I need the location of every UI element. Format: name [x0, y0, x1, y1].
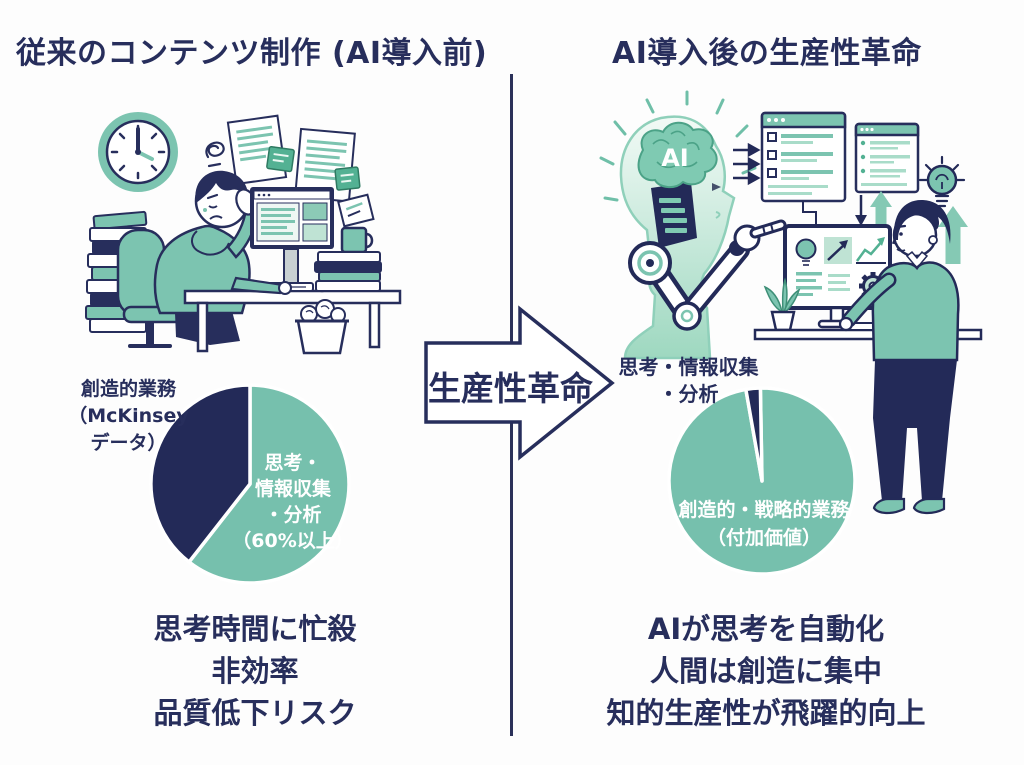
before-pie-chart	[149, 383, 351, 585]
person-after	[838, 199, 960, 515]
before-pie-inside-label: 思考・ 情報収集 ・分析 （60%以上）	[232, 452, 354, 552]
idea-rays	[599, 90, 757, 202]
ai-head: AI	[619, 115, 736, 360]
after-pie-slice-thinking	[744, 386, 764, 483]
office-chair	[116, 228, 184, 348]
after-caption: AIが思考を自動化 人間は創造に集中 知的生産性が飛躍的向上	[606, 612, 926, 730]
down-arrow-icon	[855, 195, 867, 226]
arrow-label: 生産性革命	[428, 369, 593, 408]
note-with-pencil	[337, 193, 375, 228]
after-pie-chart	[667, 386, 857, 576]
book-stack-right	[314, 251, 382, 292]
computer-monitor	[250, 187, 334, 292]
trash-bin	[295, 299, 349, 355]
before-caption: 思考時間に忙殺 非効率 品質低下リスク	[153, 612, 357, 730]
before-illustration	[85, 112, 402, 355]
coffee-mug-icon	[340, 226, 374, 254]
transformation-arrow	[424, 305, 615, 461]
before-pie-slice-creative	[149, 383, 252, 564]
robot-arm	[628, 219, 787, 331]
after-illustration: AI	[599, 90, 983, 515]
connector-line	[802, 201, 817, 224]
lightbulb-icon	[918, 155, 966, 208]
desk	[183, 289, 402, 353]
transfer-arrows-icon	[733, 142, 761, 186]
before-pie-outside-label: 創造的業務 （McKinsey データ）	[68, 378, 189, 454]
floating-papers	[226, 114, 375, 228]
up-arrow-icon	[870, 191, 892, 225]
before-pie-slice-thinking	[187, 383, 351, 585]
sticky-note-icon	[334, 166, 361, 191]
after-pie-inside-label: 創造的・戦略的業務 （付加価値）	[678, 499, 850, 549]
after-title: AI導入後の生産性革命	[612, 36, 922, 71]
checklist-window	[854, 122, 920, 194]
after-pie-outside-label: 思考・情報収集 ・分析	[618, 355, 759, 406]
ai-badge: AI	[661, 144, 689, 172]
clock-icon	[98, 112, 178, 192]
sticky-note-icon	[266, 145, 295, 173]
stress-squiggle	[205, 141, 225, 168]
checklist-window	[760, 111, 847, 203]
typing-arm	[230, 276, 284, 295]
before-title: 従来のコンテンツ制作 (AI導入前)	[16, 36, 488, 71]
